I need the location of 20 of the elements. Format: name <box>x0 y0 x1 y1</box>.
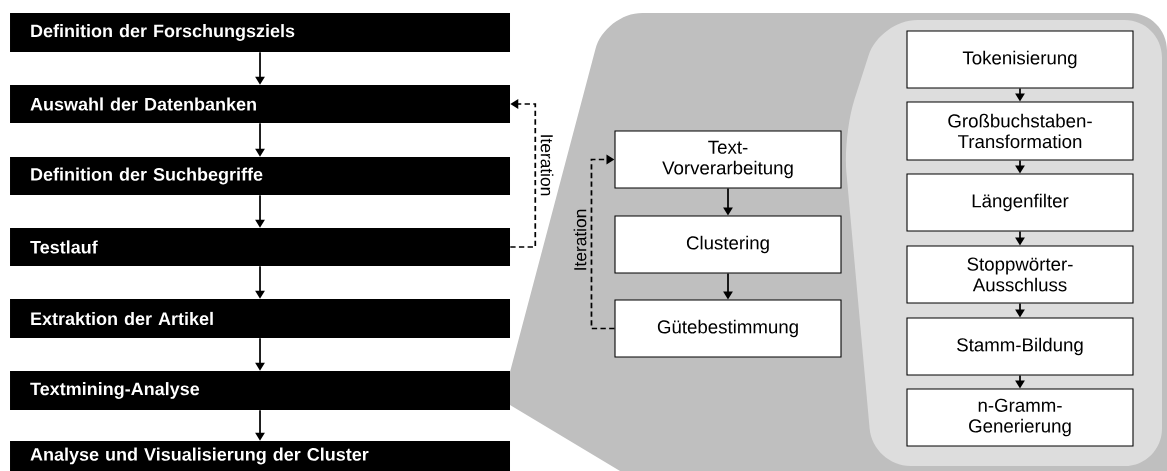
process-box: Längenfilter <box>906 173 1134 232</box>
process-box: Großbuchstaben- Transformation <box>906 101 1134 161</box>
arrow <box>590 154 616 330</box>
process-box: n-Gramm- Generierung <box>906 388 1134 447</box>
edge-label: Iteration <box>573 209 587 270</box>
process-box: Tokenisierung <box>906 30 1134 89</box>
step-bar: Extraktion der Artikel <box>10 299 510 338</box>
process-box: Stamm-Bildung <box>906 317 1134 376</box>
step-bar: Definition der Forschungsziels <box>10 13 510 52</box>
step-bar: Auswahl der Datenbanken <box>10 85 510 123</box>
step-bar: Testlauf <box>10 228 510 266</box>
arrow <box>509 99 537 248</box>
process-box: Text- Vorverarbeitung <box>614 130 842 189</box>
step-bar: Textmining-Analyse <box>10 371 510 410</box>
process-box: Clustering <box>614 215 842 274</box>
process-box: Gütebestimmung <box>614 299 842 358</box>
edge-label: Iteration <box>540 135 554 196</box>
step-bar: Definition der Suchbegriffe <box>10 157 510 195</box>
step-bar: Analyse und Visualisierung der Cluster <box>10 441 510 471</box>
process-box: Stoppwörter- Ausschluss <box>906 245 1134 304</box>
